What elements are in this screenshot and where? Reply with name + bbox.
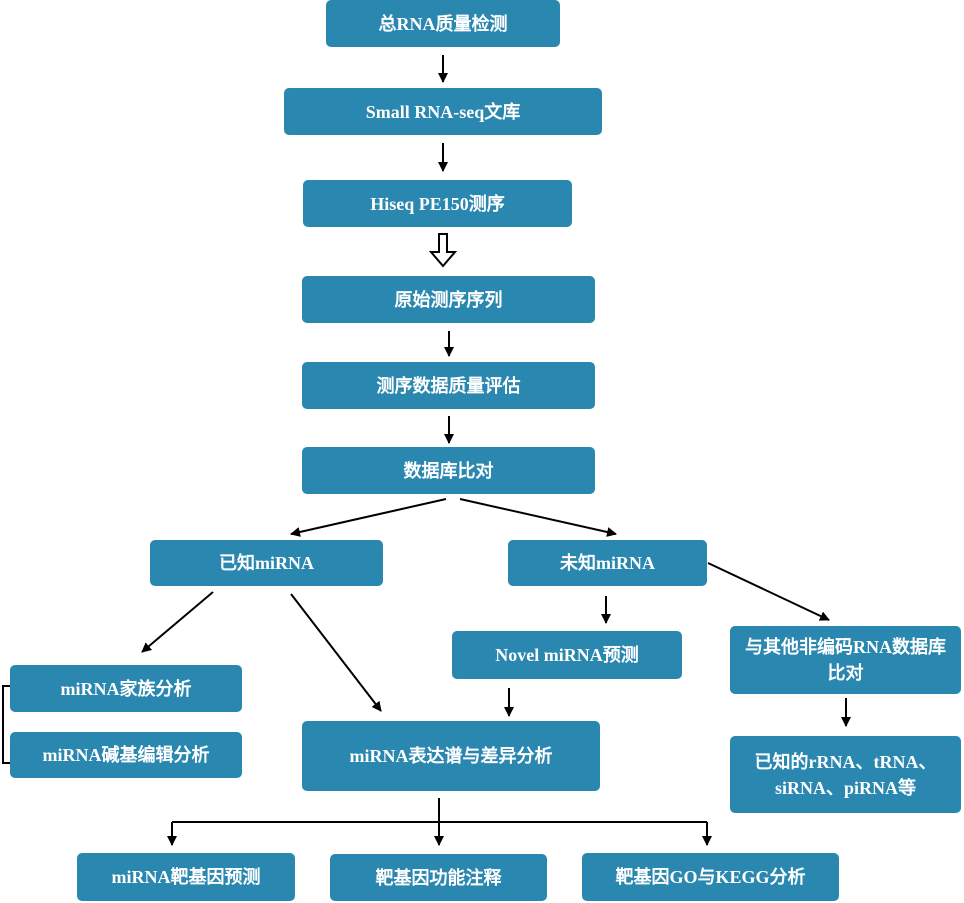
node-database-alignment: 数据库比对 bbox=[302, 447, 595, 494]
node-expression-profile: miRNA表达谱与差异分析 bbox=[302, 721, 600, 791]
arrow-known-to-family bbox=[141, 591, 214, 653]
node-target-prediction: miRNA靶基因预测 bbox=[77, 853, 295, 901]
node-target-annotation: 靶基因功能注释 bbox=[330, 854, 547, 901]
node-data-quality: 测序数据质量评估 bbox=[302, 362, 595, 409]
arrow-known-to-expression bbox=[290, 593, 382, 712]
node-novel-mirna-prediction: Novel miRNA预测 bbox=[452, 631, 682, 679]
node-known-mirna: 已知miRNA bbox=[150, 540, 383, 586]
node-hiseq-sequencing: Hiseq PE150测序 bbox=[303, 180, 572, 227]
node-unknown-mirna: 未知miRNA bbox=[508, 540, 707, 586]
arrow-db-to-known bbox=[290, 498, 447, 537]
group-bracket bbox=[2, 685, 10, 764]
arrow-unknown-to-other bbox=[707, 562, 830, 621]
node-target-go-kegg: 靶基因GO与KEGG分析 bbox=[582, 853, 839, 901]
node-small-rna-library: Small RNA-seq文库 bbox=[284, 88, 602, 135]
node-total-rna-qc: 总RNA质量检测 bbox=[326, 0, 560, 47]
node-known-other-rna: 已知的rRNA、tRNA、siRNA、piRNA等 bbox=[730, 736, 961, 813]
node-other-ncrna-alignment: 与其他非编码RNA数据库比对 bbox=[730, 626, 961, 694]
node-mirna-family-analysis: miRNA家族分析 bbox=[10, 665, 242, 712]
node-mirna-base-editing: miRNA碱基编辑分析 bbox=[10, 732, 242, 778]
hollow-down-arrow bbox=[428, 233, 458, 268]
node-raw-reads: 原始测序序列 bbox=[302, 276, 595, 323]
arrow-db-to-unknown bbox=[459, 498, 617, 537]
